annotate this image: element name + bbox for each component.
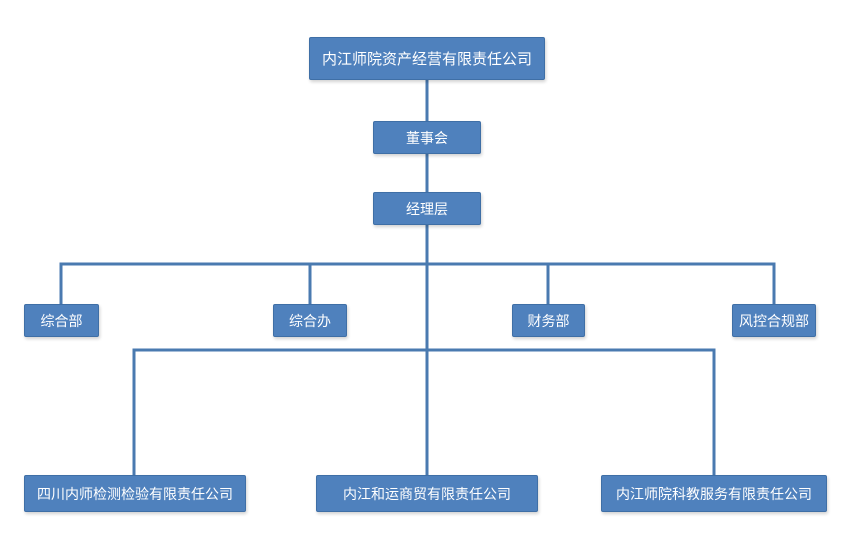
department-node-general: 综合部 bbox=[24, 304, 99, 337]
management-node: 经理层 bbox=[373, 192, 481, 225]
department-node-risk-compliance: 风控合规部 bbox=[732, 304, 816, 337]
board-node: 董事会 bbox=[373, 121, 481, 154]
department-node-finance: 财务部 bbox=[512, 304, 585, 337]
subsidiary-node-testing: 四川内师检测检验有限责任公司 bbox=[24, 475, 246, 512]
subsidiary-node-trading: 内江和运商贸有限责任公司 bbox=[316, 475, 538, 512]
company-node: 内江师院资产经营有限责任公司 bbox=[309, 37, 545, 80]
subsidiary-node-education-services: 内江师院科教服务有限责任公司 bbox=[601, 475, 827, 512]
department-node-office: 综合办 bbox=[273, 304, 347, 337]
